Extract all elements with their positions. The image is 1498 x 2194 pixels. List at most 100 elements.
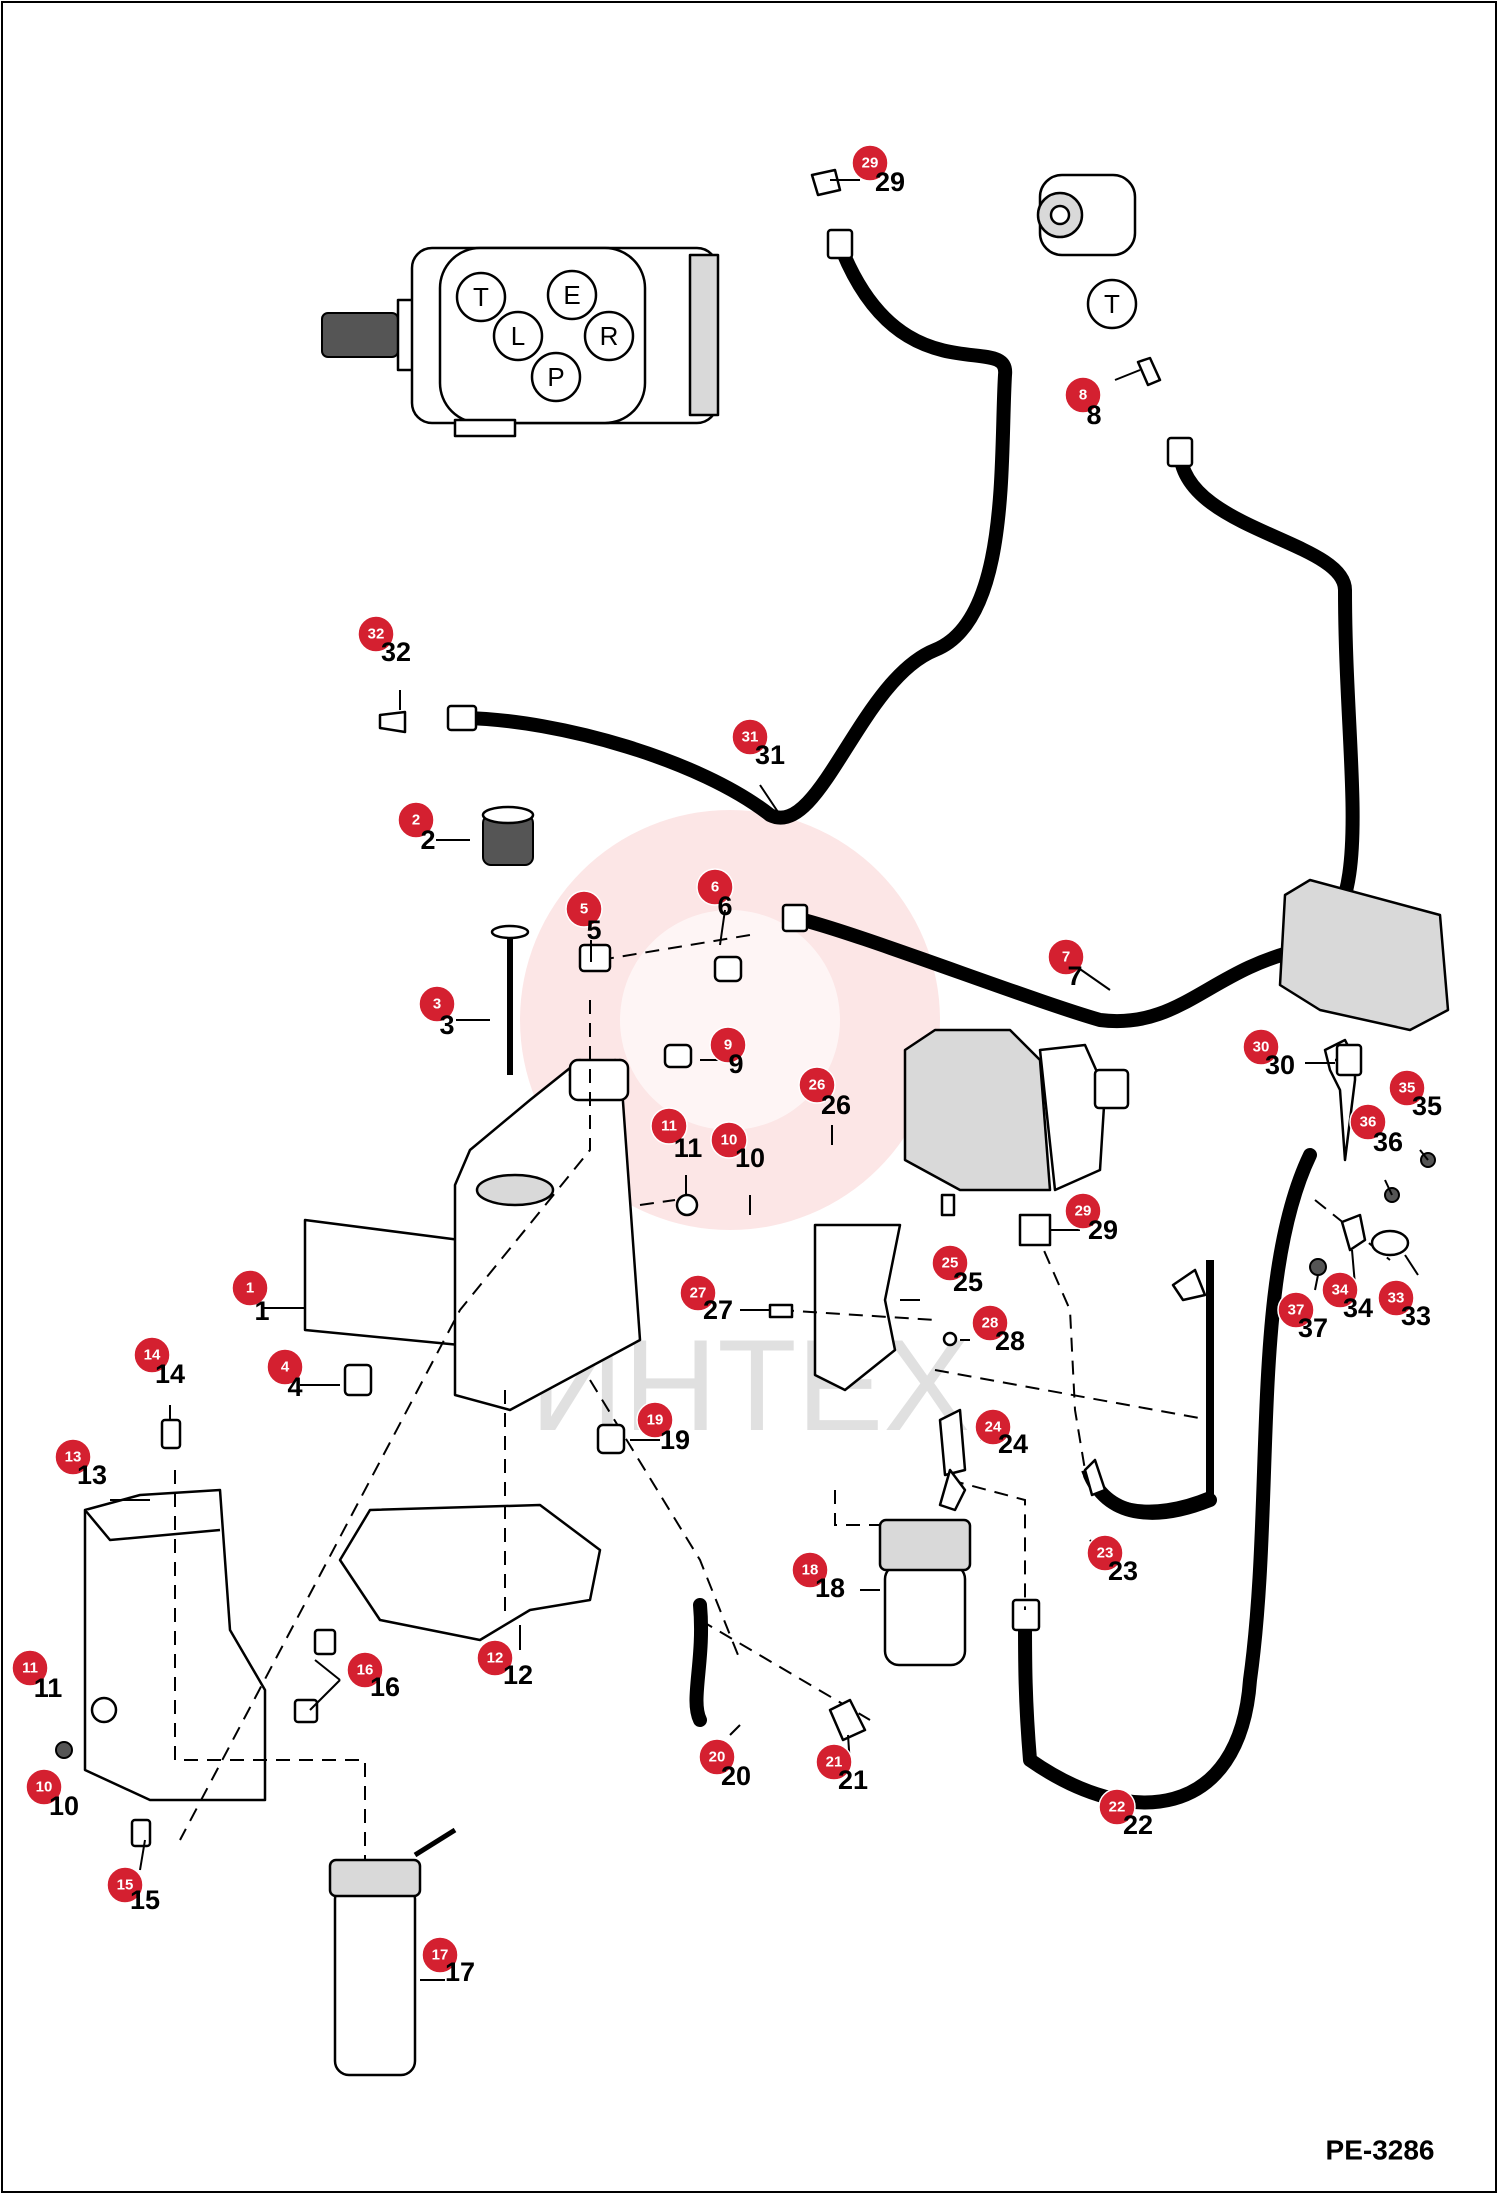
hydraulic-reservoir: [303, 1058, 642, 1642]
svg-text:17: 17: [445, 1957, 475, 1987]
svg-text:11: 11: [22, 1660, 38, 1677]
svg-text:11: 11: [34, 1673, 63, 1703]
valve-port-labels: T E L R P: [455, 269, 635, 403]
svg-text:5: 5: [586, 915, 601, 945]
callout-8: 88: [1064, 376, 1102, 430]
svg-text:4: 4: [287, 1372, 302, 1402]
callout-1: 11: [231, 1269, 270, 1326]
svg-text:37: 37: [1288, 1302, 1305, 1319]
svg-text:1: 1: [254, 1296, 269, 1326]
drive-motor: T: [1036, 173, 1138, 330]
svg-text:27: 27: [690, 1285, 707, 1302]
svg-text:10: 10: [36, 1779, 53, 1796]
svg-text:25: 25: [942, 1255, 959, 1272]
svg-text:15: 15: [117, 1877, 134, 1894]
svg-text:29: 29: [875, 167, 905, 197]
port-label-t: T: [473, 282, 489, 312]
port-label-p: P: [547, 362, 564, 392]
svg-text:9: 9: [728, 1049, 743, 1079]
svg-text:34: 34: [1343, 1293, 1373, 1323]
svg-text:18: 18: [815, 1573, 845, 1603]
svg-text:4: 4: [281, 1359, 290, 1376]
svg-text:13: 13: [77, 1460, 107, 1490]
svg-text:31: 31: [755, 740, 785, 770]
callout-2: 22: [397, 801, 436, 855]
svg-text:2: 2: [412, 812, 420, 829]
callout-7: 77: [1047, 938, 1085, 991]
svg-text:32: 32: [368, 626, 385, 643]
svg-text:28: 28: [982, 1315, 999, 1332]
callout-9: 99: [709, 1026, 747, 1079]
svg-text:33: 33: [1388, 1290, 1405, 1307]
svg-text:11: 11: [661, 1118, 677, 1135]
hydraulic-pump-right: [1278, 878, 1450, 1032]
svg-text:14: 14: [155, 1359, 185, 1389]
svg-text:8: 8: [1086, 400, 1101, 430]
svg-text:14: 14: [144, 1347, 161, 1364]
svg-text:12: 12: [503, 1660, 533, 1690]
svg-text:25: 25: [953, 1267, 983, 1297]
diagram-code: PE-3286: [1326, 2135, 1435, 2166]
svg-text:36: 36: [1373, 1127, 1403, 1157]
fittings: [55, 168, 1436, 1848]
svg-text:22: 22: [1109, 1799, 1126, 1816]
svg-text:10: 10: [49, 1791, 79, 1821]
control-valve: T E L R P: [321, 246, 720, 438]
svg-text:12: 12: [487, 1650, 504, 1667]
svg-text:30: 30: [1265, 1050, 1295, 1080]
svg-text:7: 7: [1062, 949, 1070, 966]
svg-text:34: 34: [1332, 1282, 1349, 1299]
svg-text:29: 29: [1075, 1203, 1092, 1220]
svg-text:29: 29: [1088, 1215, 1118, 1245]
dipstick: [490, 924, 530, 1075]
svg-text:6: 6: [717, 891, 732, 921]
svg-text:22: 22: [1123, 1810, 1153, 1840]
svg-text:24: 24: [998, 1429, 1028, 1459]
svg-text:19: 19: [647, 1412, 664, 1429]
svg-text:19: 19: [660, 1425, 690, 1455]
svg-text:35: 35: [1399, 1080, 1416, 1097]
callout-4: 44: [266, 1348, 304, 1402]
port-label-e: E: [563, 280, 580, 310]
svg-text:37: 37: [1298, 1313, 1328, 1343]
svg-text:9: 9: [724, 1037, 732, 1054]
hydraulic-filter-center: [878, 1518, 972, 1667]
svg-text:27: 27: [703, 1295, 733, 1325]
svg-text:11: 11: [674, 1133, 703, 1163]
svg-text:8: 8: [1079, 387, 1087, 404]
svg-text:6: 6: [711, 879, 719, 896]
port-label-r: R: [600, 321, 619, 351]
svg-text:3: 3: [439, 1010, 454, 1040]
svg-text:10: 10: [721, 1132, 738, 1149]
svg-text:23: 23: [1097, 1545, 1114, 1562]
hydraulic-pump-center: [903, 1028, 1130, 1192]
svg-text:20: 20: [709, 1749, 726, 1766]
callout-5: 55: [565, 890, 603, 945]
svg-text:17: 17: [432, 1947, 449, 1964]
assembly-lines: [174, 934, 1391, 1860]
svg-text:2: 2: [420, 825, 435, 855]
svg-text:3: 3: [433, 996, 441, 1013]
svg-text:36: 36: [1360, 1114, 1377, 1131]
